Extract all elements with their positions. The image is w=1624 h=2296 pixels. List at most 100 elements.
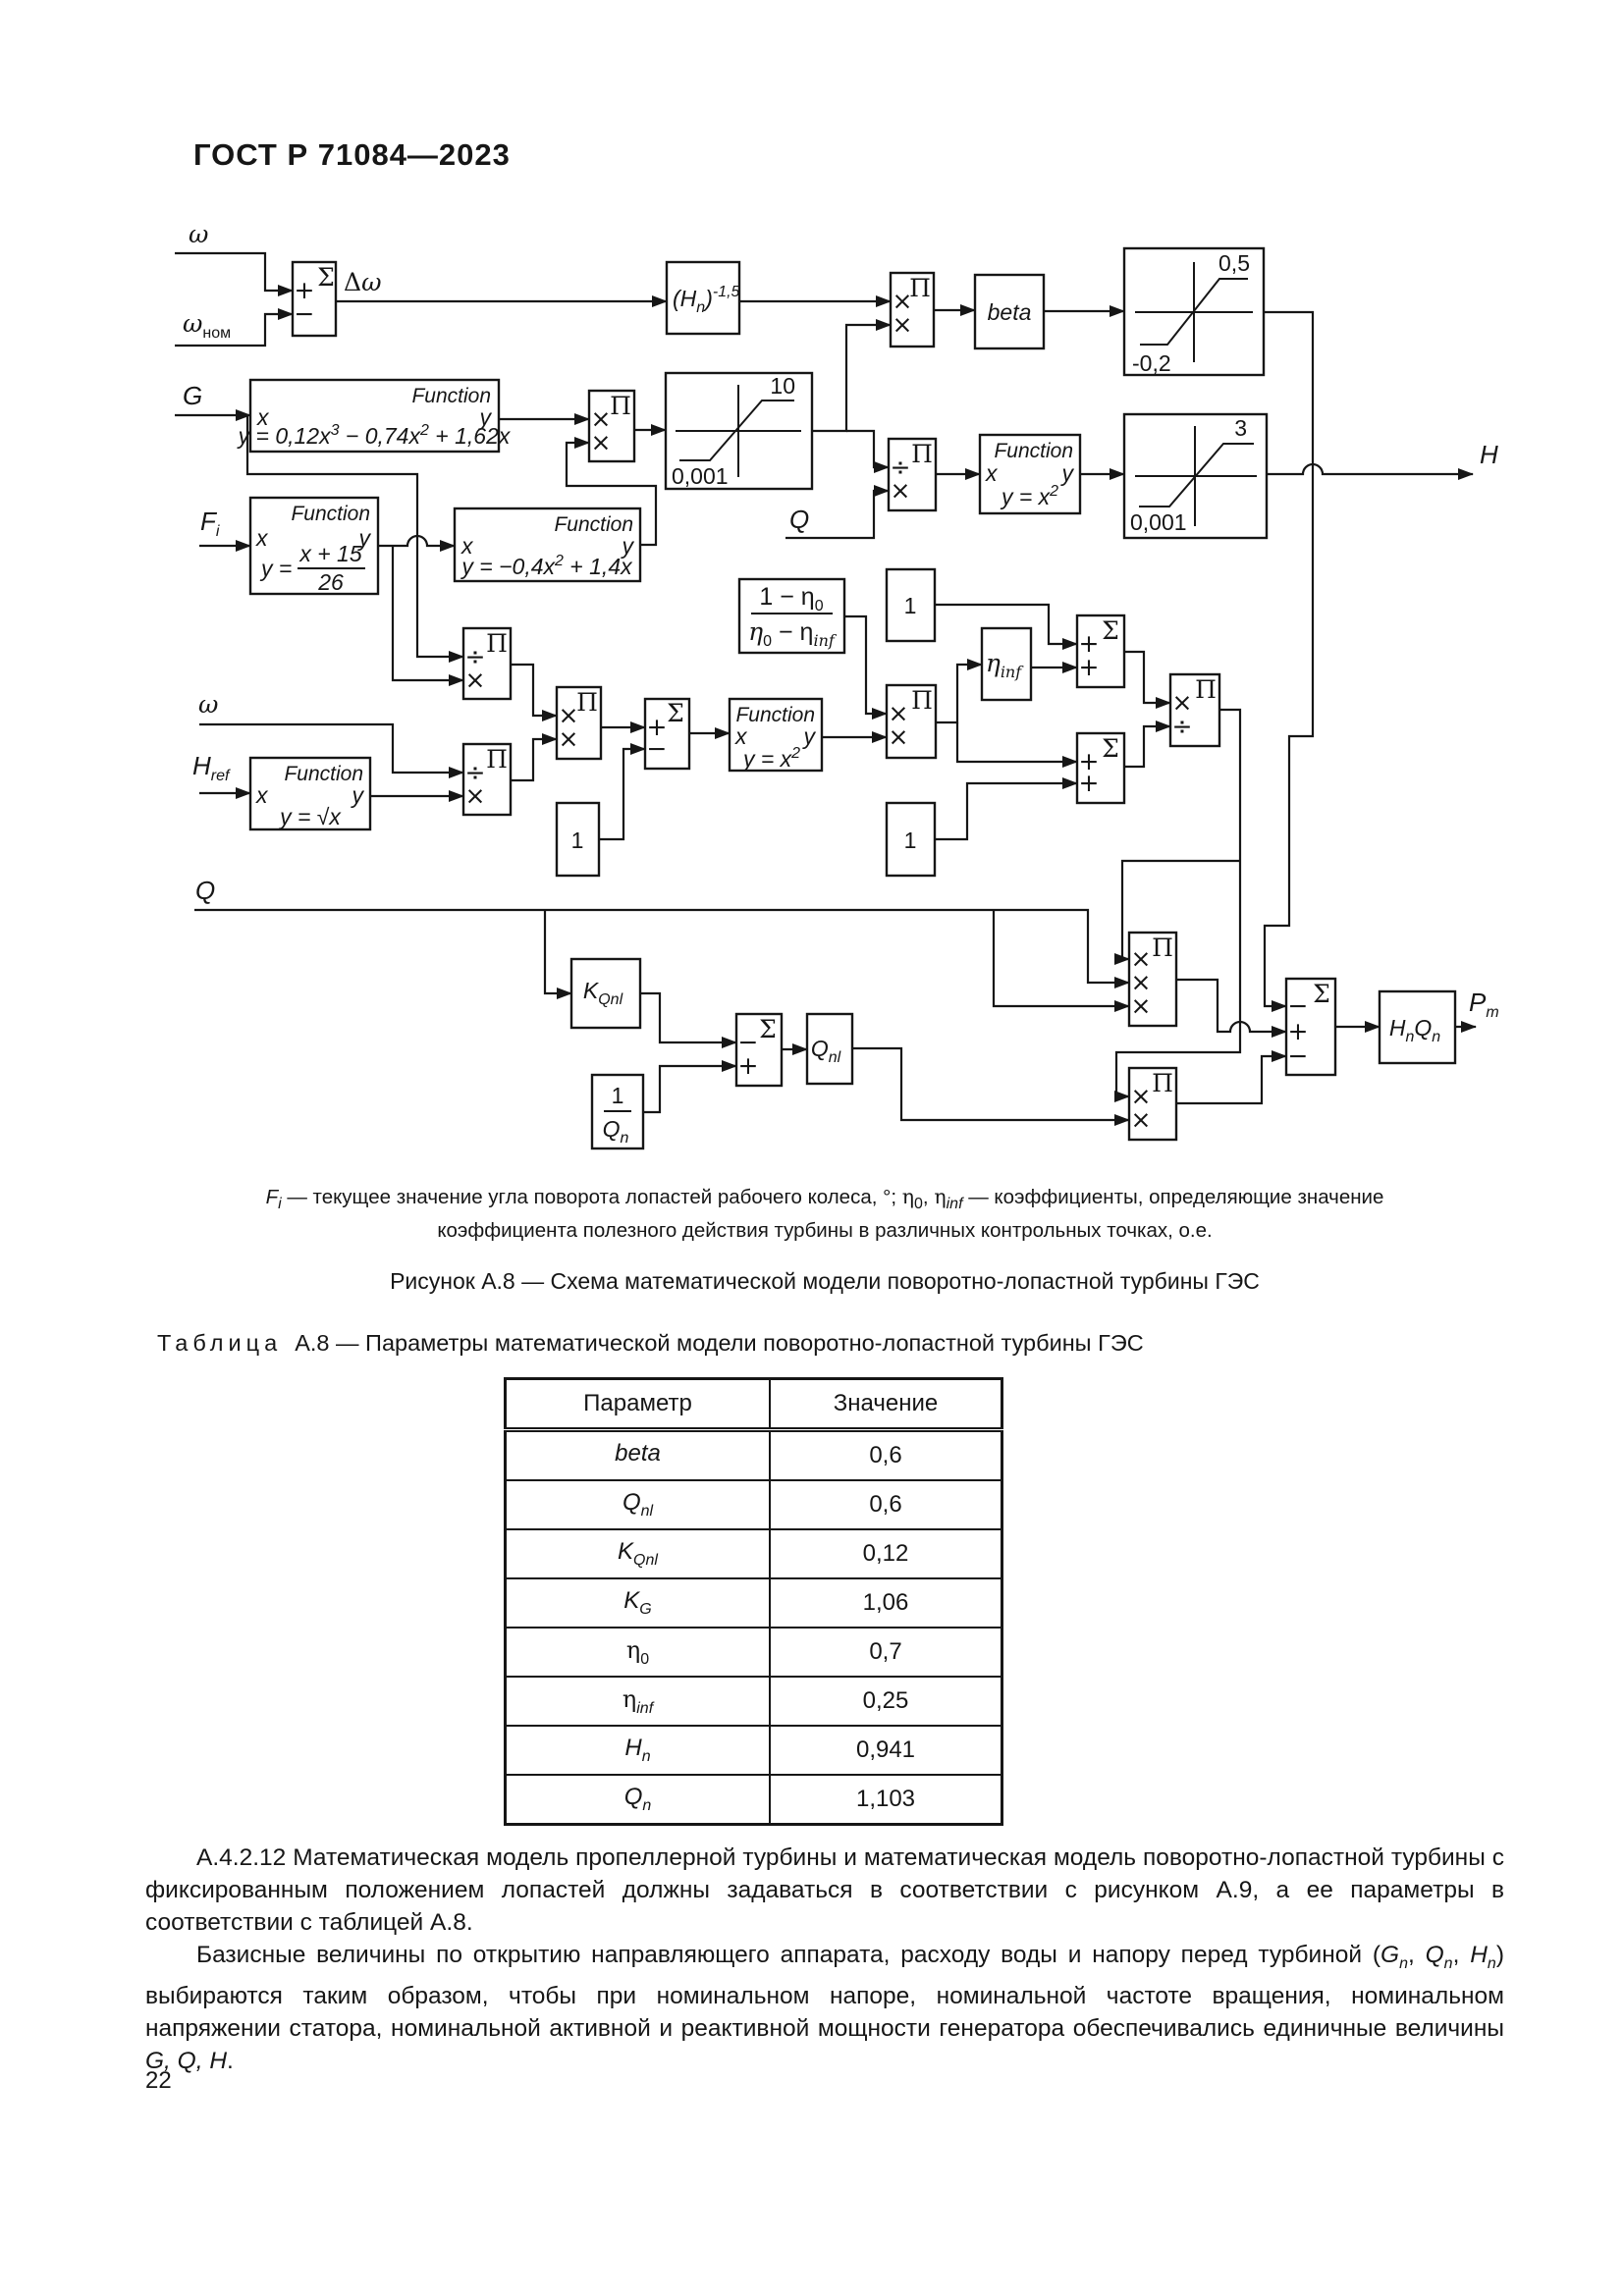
wire-pi3-to-sum6	[1176, 978, 1287, 1038]
pi-symbol: Π	[486, 745, 508, 774]
plus-symbol: +	[647, 713, 668, 741]
delta-omega-label: Δω	[344, 268, 381, 296]
wire-kqnl-to-sum5	[640, 991, 737, 1048]
saturation-upper-limit: 0,5	[1218, 250, 1250, 276]
beta-gain-label: beta	[988, 299, 1032, 325]
wire-pi4-to-sum6	[1176, 1050, 1287, 1105]
times-symbol: ×	[559, 701, 579, 729]
minus-symbol: −	[647, 734, 668, 763]
sigma-symbol: Σ	[1102, 616, 1119, 645]
wire-h-output	[1267, 462, 1474, 480]
wire-one1-to-sum2	[599, 743, 646, 841]
saturation-curve	[676, 385, 801, 477]
block-qnl: Qnl	[805, 1012, 854, 1086]
block-eta-inf: ηinf	[980, 626, 1033, 702]
doc-header: ГОСТ Р 71084—2023	[193, 137, 511, 172]
y-port-label: y	[351, 782, 365, 808]
page-number: 22	[145, 2067, 172, 2094]
wire-pieta-to-etainf	[936, 659, 983, 724]
table-header-row: Параметр Значение	[504, 1377, 1003, 1432]
block-pi1: Π × ×	[889, 271, 936, 348]
wire-omega2-in	[199, 722, 464, 778]
divide-symbol: ÷	[465, 642, 486, 670]
wire-omega-nom-in	[175, 308, 294, 347]
function-label: Function	[735, 704, 815, 726]
pi-symbol: Π	[909, 274, 931, 302]
block-pi3: Π × × ×	[1127, 931, 1178, 1028]
times-symbol: ×	[1131, 944, 1152, 973]
divide-symbol: ÷	[465, 758, 486, 786]
times-symbol: ×	[1131, 968, 1152, 996]
times-symbol: ×	[465, 781, 486, 810]
wire-pidiv2-to-pimid	[511, 663, 558, 721]
saturation-upper-limit: 3	[1234, 415, 1247, 441]
block-pi-g: Π × ×	[587, 389, 636, 463]
times-symbol: ×	[889, 722, 909, 751]
body-text: А.4.2.12 Математическая модель пропеллер…	[145, 1842, 1504, 2077]
omega2-input-label: ω	[198, 690, 218, 719]
plus-symbol: +	[1288, 1017, 1309, 1045]
col-header-param: Параметр	[504, 1377, 771, 1432]
sigma-symbol: Σ	[1313, 980, 1330, 1008]
block-sum6: Σ − + −	[1284, 977, 1337, 1077]
wire-omega-in	[175, 251, 294, 296]
qnl-label: Qnl	[811, 1036, 841, 1066]
block-pi-div3: Π ÷ ×	[461, 742, 513, 817]
x-port-label: x	[460, 533, 474, 559]
block-function-href: Function x y y = √x	[248, 756, 372, 831]
function-label: Function	[284, 763, 363, 785]
pm-output-label: Pm	[1469, 988, 1499, 1021]
table-title: Таблица А.8 — Параметры математической м…	[157, 1330, 1144, 1356]
times-symbol: ×	[891, 476, 911, 505]
y-port-label: y	[802, 723, 817, 749]
minus-symbol: −	[295, 299, 315, 328]
wire-sat2-to-pi1	[812, 319, 892, 433]
wire-pieta-to-sum4	[955, 722, 1078, 768]
diagram-wires	[175, 251, 1477, 1126]
x-port-label: x	[255, 525, 269, 551]
q2-input-label: Q	[789, 505, 809, 534]
wire-q-branch-pi3	[992, 910, 1130, 1012]
block-sum1: Σ + −	[291, 260, 338, 338]
minus-symbol: −	[1288, 1041, 1309, 1070]
block-kqnl-gain: KQnl	[569, 957, 642, 1030]
wire-qnl-to-pi4	[852, 1046, 1130, 1126]
x-port-label: x	[255, 782, 269, 808]
block-const-one-2: 1	[885, 567, 937, 643]
wire-sum4-to-pidiv4	[1124, 721, 1171, 769]
times-symbol: ×	[1131, 1082, 1152, 1110]
x-port-label: x	[985, 460, 999, 486]
fi-input-label: Fi	[200, 507, 220, 540]
figure-caption: Рисунок А.8 — Схема математической модел…	[390, 1268, 1260, 1294]
figure-note: Fi — текущее значение угла поворота лопа…	[265, 1185, 1384, 1243]
block-sum2: Σ + −	[643, 697, 691, 771]
plus-symbol: +	[1079, 769, 1100, 797]
block-pi-div4: Π × ÷	[1168, 672, 1221, 748]
wire-pidiv4-to-pi3	[1114, 859, 1240, 965]
wire-sat1-to-sum6	[1263, 310, 1315, 1012]
saturation-lower-limit: 0,001	[1130, 509, 1187, 535]
function-fi-denominator: 26	[317, 569, 344, 595]
function-fi-lhs: y =	[259, 556, 292, 581]
wire-fnfi-branch	[391, 546, 464, 686]
figure-note-line2: коэффициента полезного действия турбины …	[437, 1219, 1213, 1243]
eta-inf-label: ηinf	[986, 649, 1024, 681]
y-port-label: y	[621, 533, 635, 559]
wire-one3-to-sum4	[935, 777, 1078, 841]
wire-q2-in	[785, 485, 890, 540]
times-symbol: ×	[591, 404, 612, 433]
block-sum4: Σ + +	[1075, 731, 1126, 805]
y-port-label: y	[1060, 460, 1075, 486]
paragraph-base-values: Базисные величины по открытию направляющ…	[145, 1942, 1504, 2074]
fraction-numerator: 1	[612, 1083, 624, 1108]
pi-symbol: Π	[1152, 934, 1173, 962]
sigma-symbol: Σ	[759, 1015, 777, 1043]
function-x2-formula: y = x2	[1000, 483, 1058, 509]
wire-fnfi-to-fnfi2	[378, 534, 456, 552]
